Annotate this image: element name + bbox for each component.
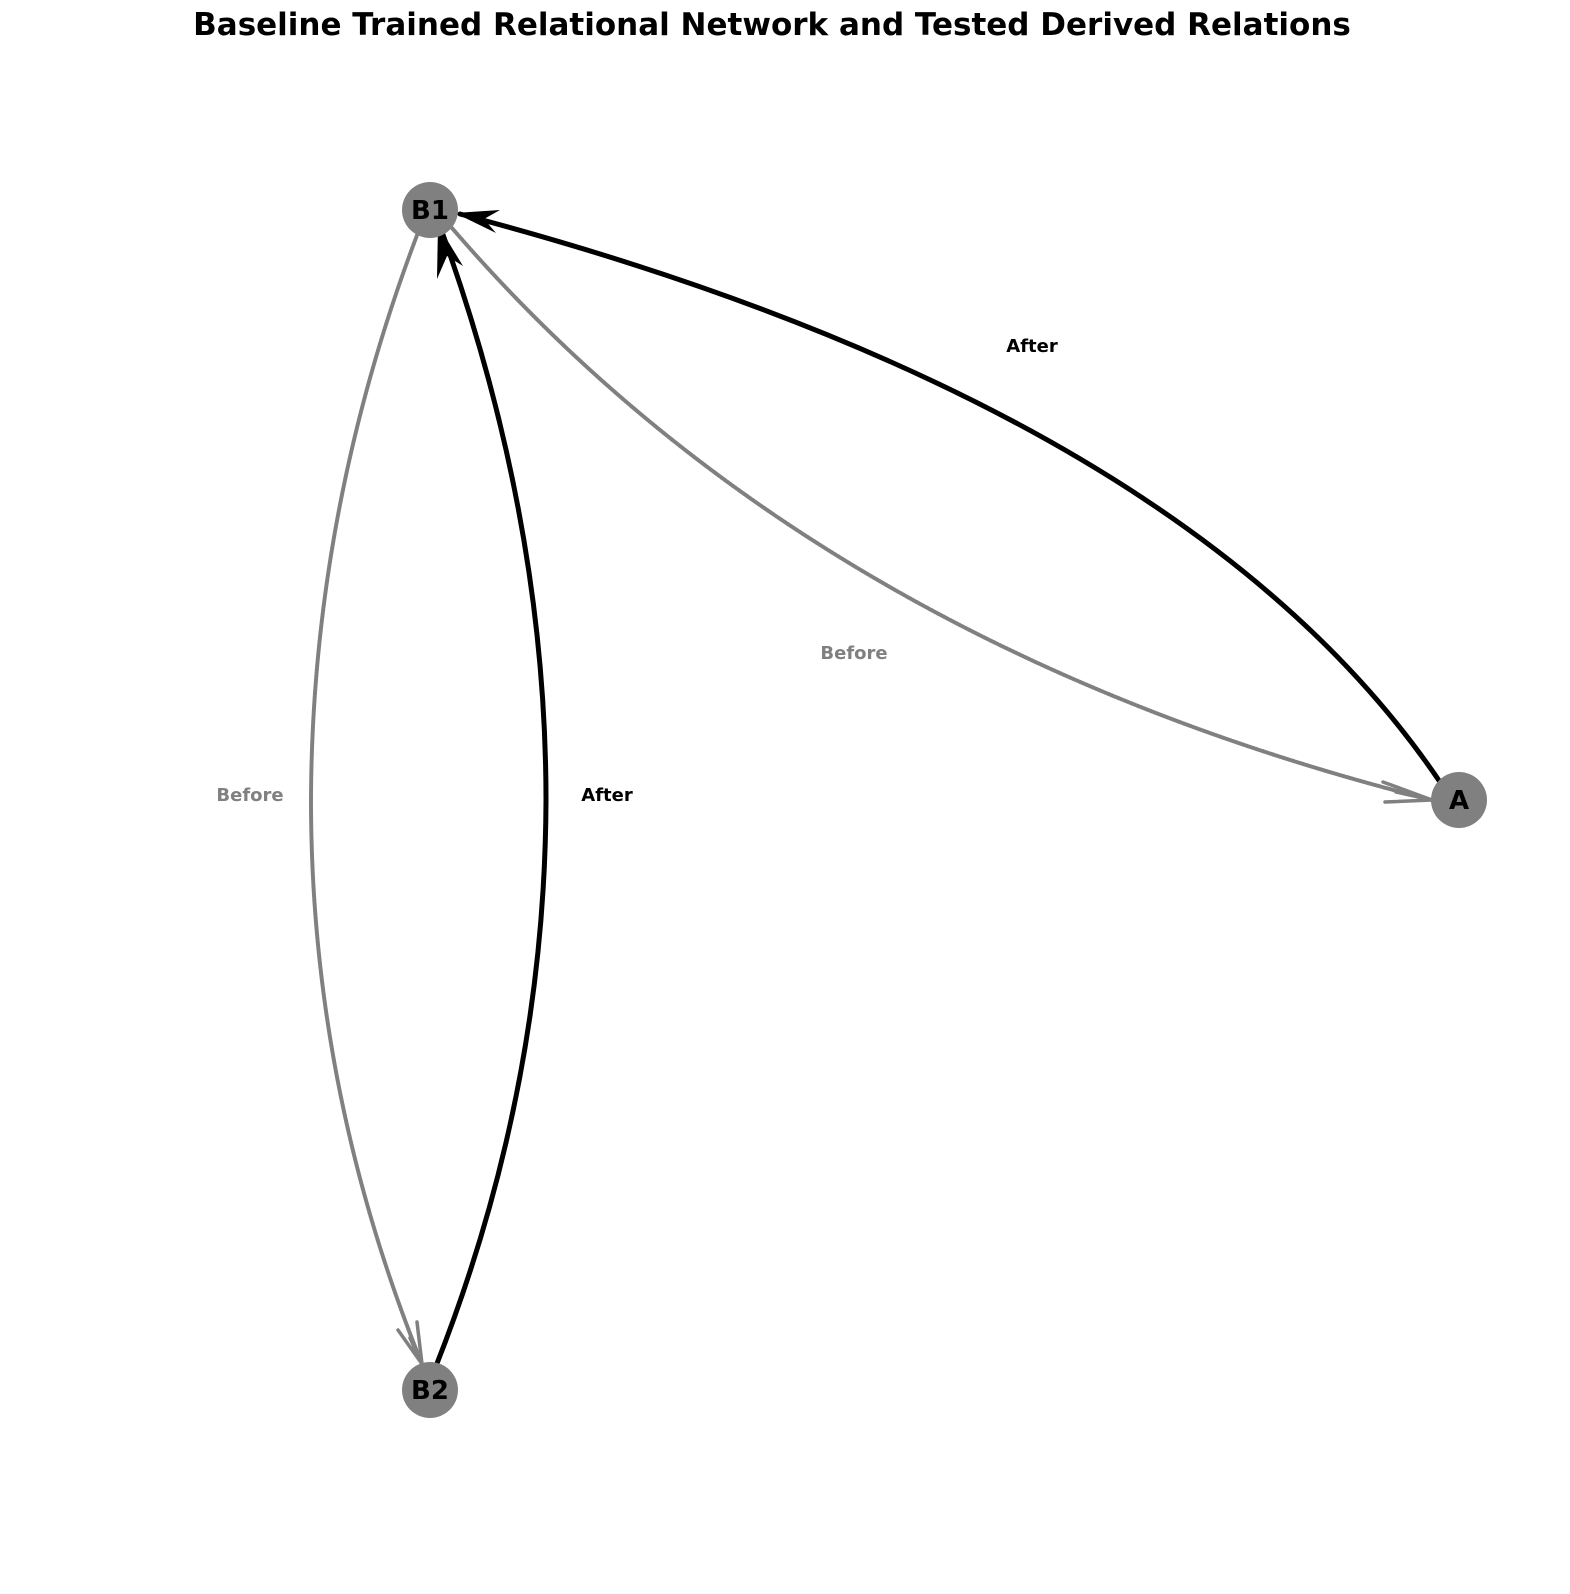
node-b1-circle	[402, 182, 458, 238]
node-a-label: A	[1449, 786, 1469, 816]
edge-a-to-b1-arrowhead	[455, 210, 500, 233]
node-a-circle	[1431, 772, 1487, 828]
node-b1: B1	[402, 182, 458, 238]
node-b2-label: B2	[411, 1376, 449, 1406]
edge-b1-to-a: Before	[450, 226, 1434, 804]
node-a: A	[1431, 772, 1487, 828]
node-b2-circle	[402, 1362, 458, 1418]
edge-b2-to-b1-label: After	[581, 785, 633, 806]
edge-b1-to-b2: Before	[216, 228, 424, 1366]
edge-b2-to-b1-arrowhead	[437, 225, 463, 279]
edge-a-to-b1-label: After	[1006, 336, 1058, 357]
edge-b1-to-b2-label: Before	[216, 785, 283, 806]
node-b1-label: B1	[411, 196, 449, 226]
diagram-title: Baseline Trained Relational Network and …	[193, 7, 1351, 43]
edge-b1-to-a-line	[450, 226, 1434, 802]
edge-b1-to-a-label: Before	[820, 643, 887, 664]
edge-b1-to-a-arrowhead	[1381, 780, 1434, 804]
edge-b1-to-b2-line	[308, 228, 424, 1366]
edge-a-to-b1: After	[455, 210, 1443, 785]
edge-b2-to-b1-line	[433, 229, 549, 1369]
edge-a-to-b1-line	[457, 211, 1443, 785]
edge-b2-to-b1: After	[433, 225, 633, 1369]
node-b2: B2	[402, 1362, 458, 1418]
